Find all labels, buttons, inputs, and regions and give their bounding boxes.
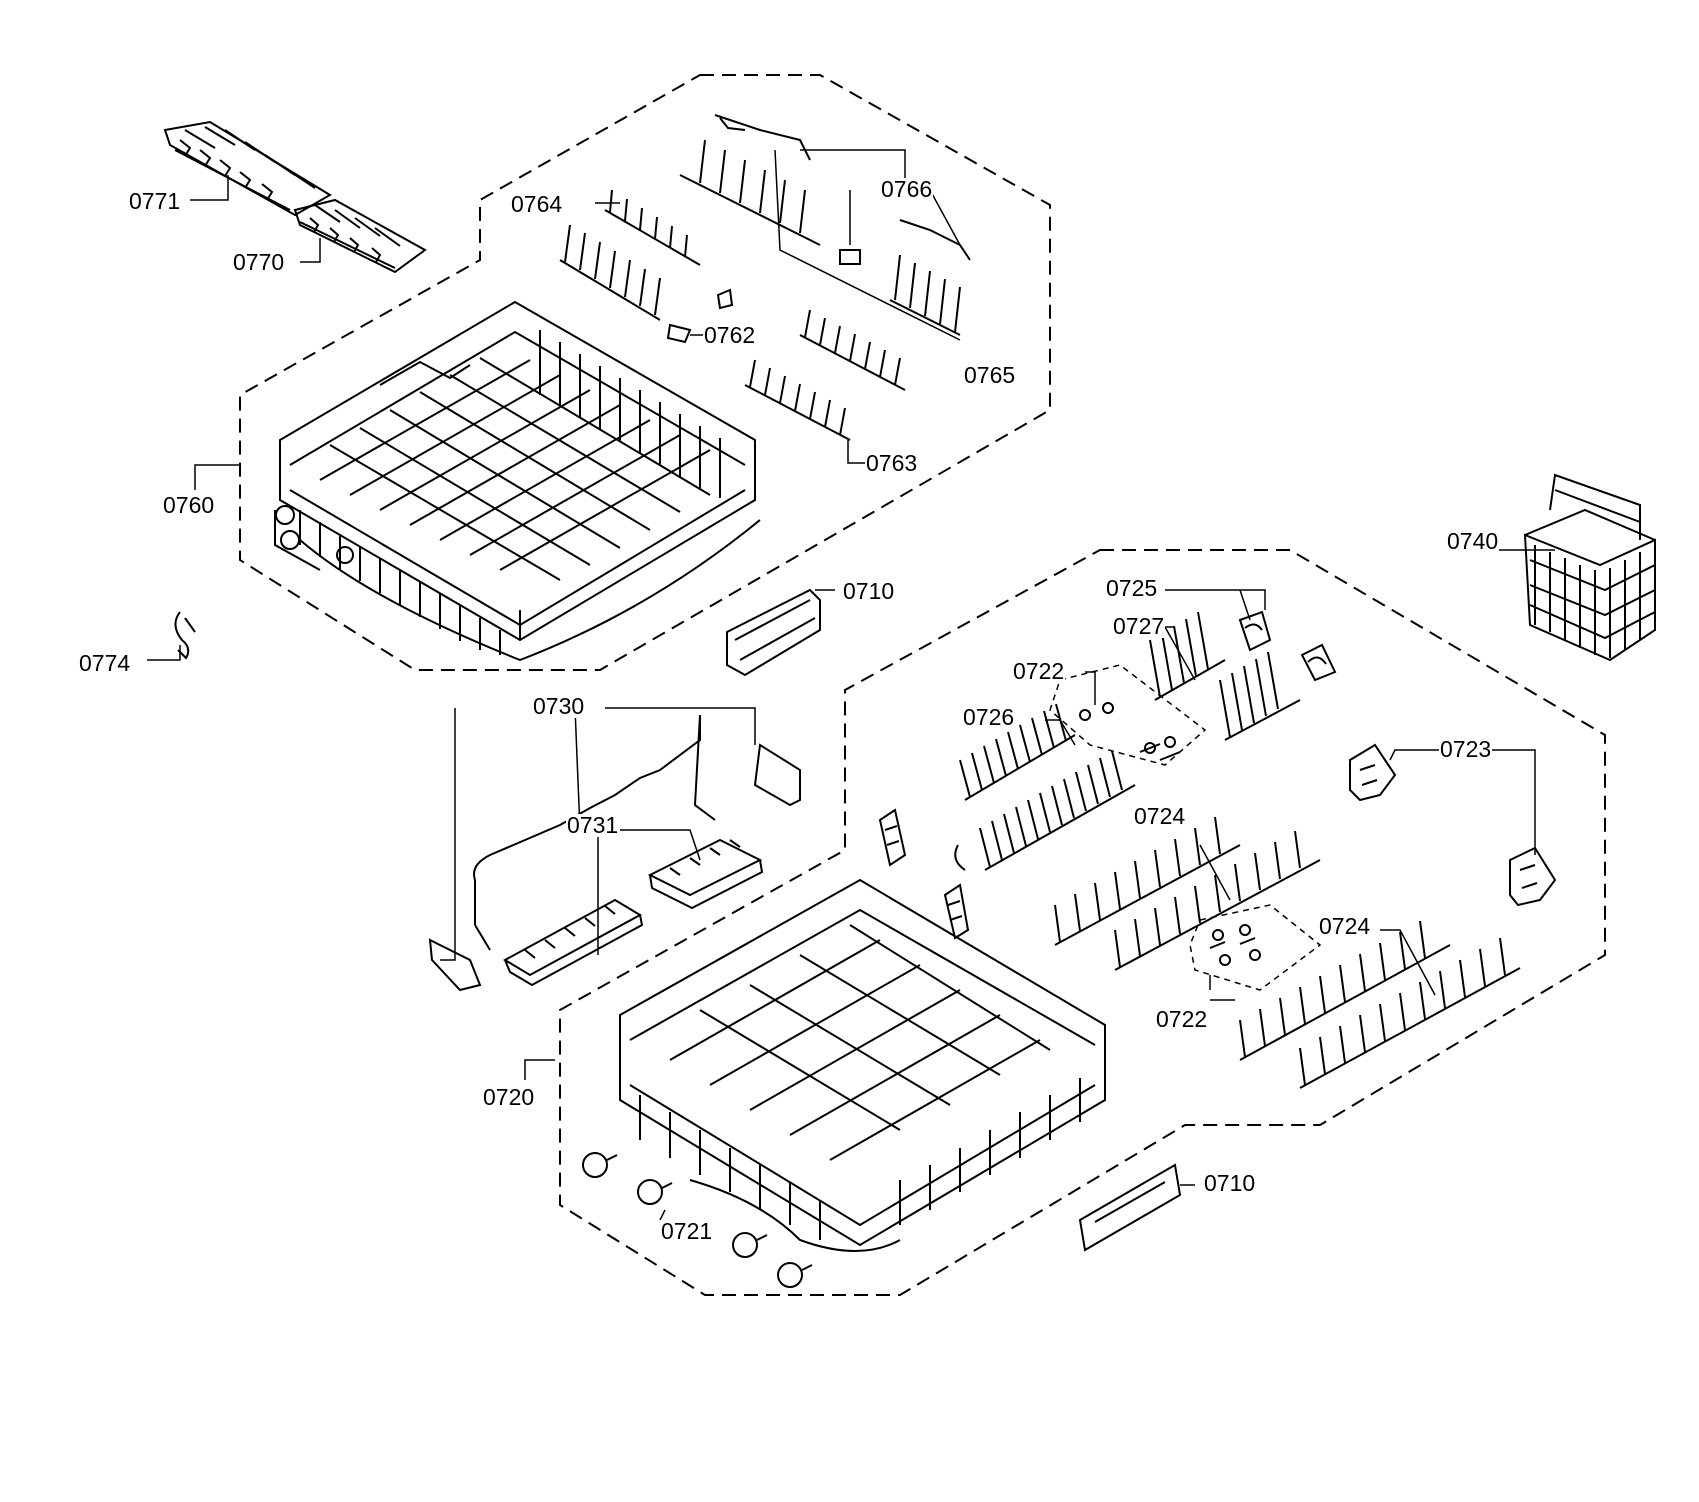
callout-0765: 0765 (963, 362, 1017, 388)
callout-0730: 0730 (532, 693, 586, 719)
callout-0763: 0763 (865, 450, 919, 476)
callout-0724-upper: 0724 (1133, 803, 1187, 829)
callout-0774: 0774 (78, 650, 132, 676)
rack-hinge-left (878, 808, 970, 940)
callout-0740: 0740 (1446, 528, 1500, 554)
lower-rack-group-outline (559, 549, 1606, 1296)
clip-set-0722-upper (1079, 702, 1181, 761)
callout-0726: 0726 (962, 704, 1016, 730)
callout-0721: 0721 (660, 1218, 714, 1244)
clip-set-0725 (1238, 610, 1337, 682)
upper-rack-group-outline (239, 74, 1051, 671)
callout-0764: 0764 (510, 191, 564, 217)
clip-set-0722-lower (1209, 924, 1261, 966)
upper-basket-0760 (274, 300, 761, 662)
wire-frame-0730 (428, 714, 801, 992)
tine-row-0764 (559, 189, 701, 321)
tray-0731 (502, 838, 764, 987)
callout-0771: 0771 (128, 188, 182, 214)
callout-0723: 0723 (1439, 736, 1493, 762)
tine-row-0763 (744, 309, 906, 441)
clip-set-upper-outline (1049, 664, 1207, 766)
lower-basket-0720 (619, 878, 1106, 1252)
callout-0722-upper: 0722 (1012, 658, 1066, 684)
callout-0722-lower: 0722 (1155, 1006, 1209, 1032)
callout-0725: 0725 (1105, 575, 1159, 601)
callout-0727: 0727 (1112, 613, 1166, 639)
callout-0760: 0760 (162, 492, 216, 518)
tine-row-0724-lower (1239, 920, 1521, 1089)
callout-0731: 0731 (566, 812, 620, 838)
tine-row-0766 (679, 114, 971, 336)
wheels-0721 (582, 1152, 813, 1288)
cutlery-tray-0771 (163, 120, 332, 217)
clip-0774 (174, 611, 196, 660)
callout-0770: 0770 (232, 249, 286, 275)
handle-0710-lower (1078, 1163, 1182, 1252)
callout-0724-lower: 0724 (1318, 913, 1372, 939)
hinge-0723 (1349, 743, 1557, 907)
handle-0710-upper (726, 588, 821, 677)
tine-row-0724-upper (1054, 816, 1321, 971)
callout-0710-lower: 0710 (1203, 1170, 1257, 1196)
callout-0720: 0720 (482, 1084, 536, 1110)
cutlery-basket-0740 (1523, 473, 1656, 662)
callout-0762: 0762 (703, 322, 757, 348)
callout-0710-upper: 0710 (842, 578, 896, 604)
tine-row-0727 (1149, 611, 1301, 741)
clip-set-lower-outline (1189, 904, 1322, 991)
callout-0766: 0766 (880, 176, 934, 202)
clip-0762 (666, 288, 734, 344)
cutlery-tray-0770 (293, 198, 427, 274)
